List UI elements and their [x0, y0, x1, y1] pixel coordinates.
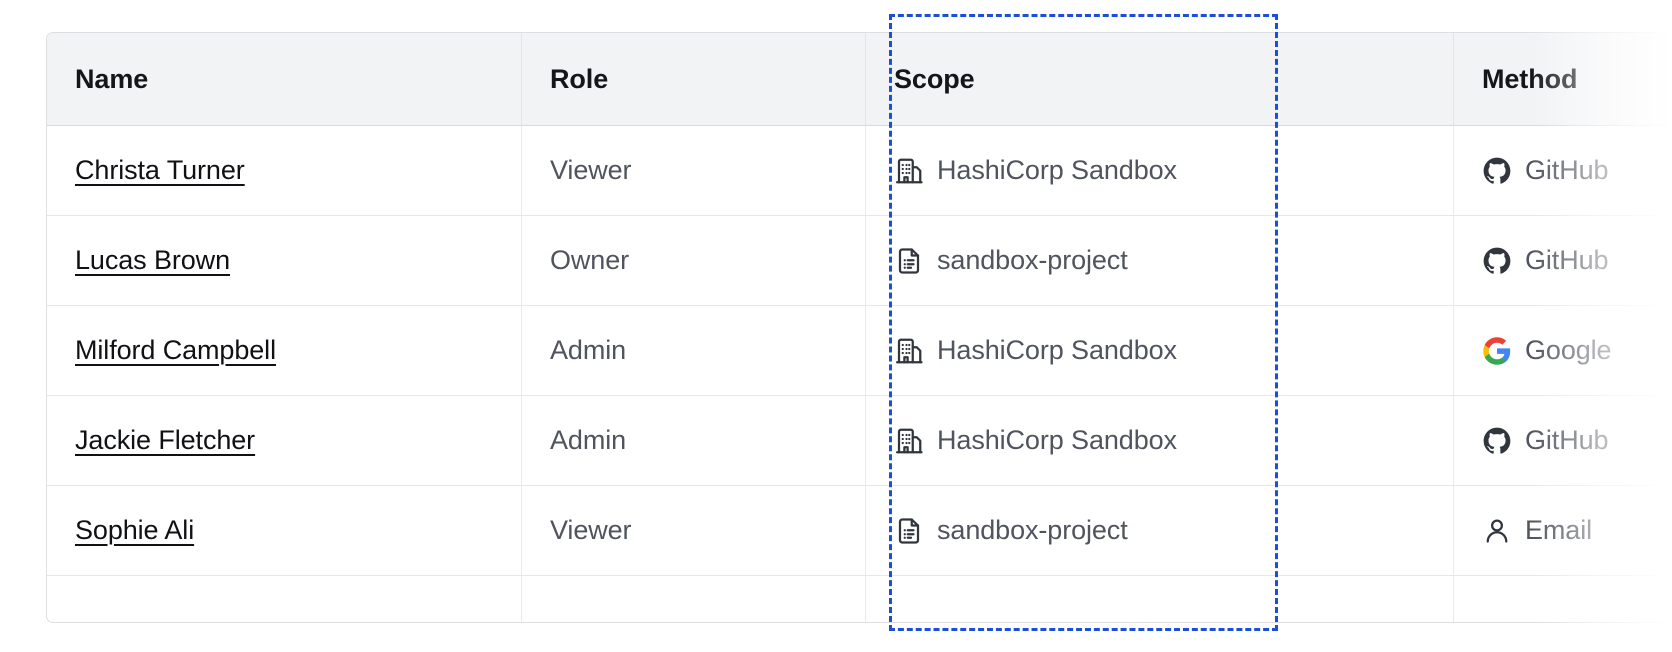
member-name-link[interactable]: Christa Turner — [75, 155, 245, 185]
project-document-icon — [894, 246, 924, 276]
cell-name: Christa Turner — [47, 126, 521, 216]
column-header-scope[interactable]: Scope — [865, 33, 1203, 126]
cell-method: GitHub — [1453, 396, 1672, 486]
column-header-name[interactable]: Name — [47, 33, 521, 126]
github-icon — [1482, 246, 1512, 276]
cell-scope: HashiCorp Sandbox — [865, 126, 1203, 216]
cell-method: Google — [1453, 306, 1672, 396]
members-table: Name Role Scope Method Christa Turner Vi… — [46, 32, 1672, 623]
table-row: Jackie Fletcher Admin — [47, 396, 1672, 486]
method-label: Google — [1525, 335, 1612, 365]
method-label: GitHub — [1525, 245, 1609, 275]
scope-label: HashiCorp Sandbox — [937, 335, 1177, 365]
table-row: Sophie Ali Viewer — [47, 486, 1672, 576]
organization-building-icon — [894, 336, 924, 366]
cell-role: Admin — [521, 306, 865, 396]
user-person-icon — [1482, 516, 1512, 546]
cell-blank — [1203, 576, 1453, 622]
cell-blank — [1203, 486, 1453, 576]
column-header-method[interactable]: Method — [1453, 33, 1672, 126]
cell-blank — [1203, 216, 1453, 306]
cell-scope: sandbox-project — [865, 486, 1203, 576]
cell-scope: sandbox-project — [865, 216, 1203, 306]
github-icon — [1482, 426, 1512, 456]
cell-method: GitHub — [1453, 216, 1672, 306]
method-label: GitHub — [1525, 155, 1609, 185]
table-header-row: Name Role Scope Method — [47, 33, 1672, 126]
method-label: GitHub — [1525, 425, 1609, 455]
table-body: Christa Turner Viewer — [47, 126, 1672, 622]
cell-scope: HashiCorp Sandbox — [865, 396, 1203, 486]
project-document-icon — [894, 516, 924, 546]
cell-role: Admin — [521, 396, 865, 486]
cell-role: Viewer — [521, 126, 865, 216]
table-row: Lucas Brown Owner — [47, 216, 1672, 306]
column-header-blank — [1203, 33, 1453, 126]
scope-label: HashiCorp Sandbox — [937, 425, 1177, 455]
github-icon — [1482, 156, 1512, 186]
scope-label: HashiCorp Sandbox — [937, 155, 1177, 185]
table-row: Milford Campbell Admin — [47, 306, 1672, 396]
cell-scope — [865, 576, 1203, 622]
cell-role: Owner — [521, 216, 865, 306]
organization-building-icon — [894, 426, 924, 456]
cell-method: GitHub — [1453, 126, 1672, 216]
cell-method: Email — [1453, 486, 1672, 576]
cell-name — [47, 576, 521, 622]
cell-scope: HashiCorp Sandbox — [865, 306, 1203, 396]
cell-role — [521, 576, 865, 622]
cell-name: Sophie Ali — [47, 486, 521, 576]
cell-blank — [1203, 126, 1453, 216]
member-name-link[interactable]: Milford Campbell — [75, 335, 276, 365]
cell-name: Jackie Fletcher — [47, 396, 521, 486]
cell-method — [1453, 576, 1672, 622]
method-label: Email — [1525, 515, 1593, 545]
member-name-link[interactable]: Lucas Brown — [75, 245, 230, 275]
scope-label: sandbox-project — [937, 245, 1128, 275]
table-header: Name Role Scope Method — [47, 33, 1672, 126]
table-row: Christa Turner Viewer — [47, 126, 1672, 216]
members-table-container: Name Role Scope Method Christa Turner Vi… — [46, 32, 1672, 652]
google-icon — [1482, 336, 1512, 366]
organization-building-icon — [894, 156, 924, 186]
member-name-link[interactable]: Sophie Ali — [75, 515, 195, 545]
cell-name: Milford Campbell — [47, 306, 521, 396]
column-header-role[interactable]: Role — [521, 33, 865, 126]
cell-blank — [1203, 396, 1453, 486]
member-name-link[interactable]: Jackie Fletcher — [75, 425, 256, 455]
table-row — [47, 576, 1672, 622]
cell-name: Lucas Brown — [47, 216, 521, 306]
scope-label: sandbox-project — [937, 515, 1128, 545]
cell-blank — [1203, 306, 1453, 396]
cell-role: Viewer — [521, 486, 865, 576]
